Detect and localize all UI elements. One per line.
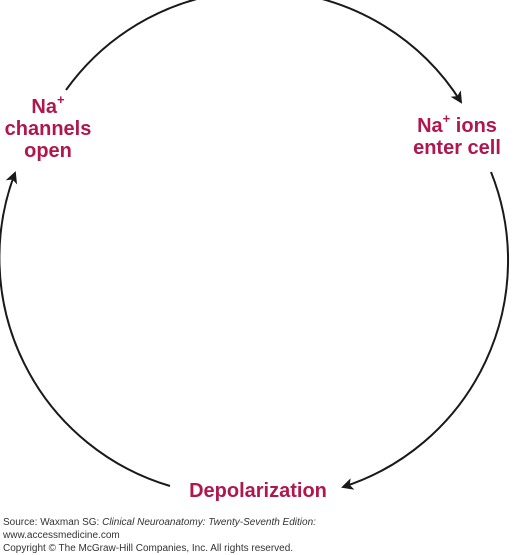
arrow-na-ions-to-depolarization — [341, 171, 510, 490]
node-na-ions-line-2: enter cell — [413, 137, 501, 159]
node-depolarization: Depolarization — [178, 480, 338, 502]
node-na-ions-enter-cell: Na+ ions enter cell — [394, 111, 518, 159]
copyright-notice: Copyright © The McGraw-Hill Companies, I… — [3, 543, 294, 554]
arrow-depolarization-to-na-channels — [0, 171, 171, 487]
node-na-channels-line-1: Na+ — [31, 92, 65, 118]
node-depolarization-line-1: Depolarization — [189, 480, 327, 502]
node-na-channels-line-3: open — [24, 140, 72, 162]
node-na-channels-line-2: channels — [4, 118, 92, 140]
node-na-ions-line-1: Na+ ions — [417, 111, 497, 137]
source-website: www.accessmedicine.com — [3, 530, 120, 541]
arrow-na-channels-to-na-ions — [65, 0, 463, 104]
node-na-channels-open: Na+ channels open — [0, 92, 96, 162]
source-book-title: Clinical Neuroanatomy: Twenty-Seventh Ed… — [102, 517, 316, 528]
source-citation: Source: Waxman SG: Clinical Neuroanatomy… — [3, 517, 316, 528]
